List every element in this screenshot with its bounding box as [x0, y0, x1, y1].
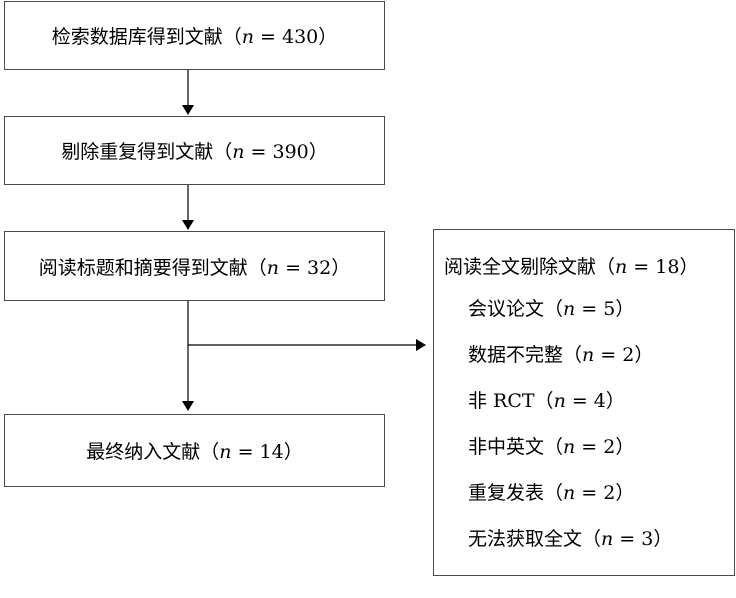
exclusion-item: 数据不完整（n = 2）	[468, 344, 654, 366]
step-dedup-box: 剔除重复得到文献（n = 390）	[4, 116, 385, 185]
step-dedup-label: 剔除重复得到文献（n = 390）	[61, 141, 328, 163]
exclusion-head: 阅读全文剔除文献（n = 18）	[444, 256, 699, 278]
step-screen-label: 阅读标题和摘要得到文献（n = 32）	[38, 256, 351, 279]
exclusion-item: 无法获取全文（n = 3）	[468, 528, 673, 550]
step-included-box: 最终纳入文献（n = 14）	[4, 414, 385, 487]
exclusion-item: 非 RCT（n = 4）	[468, 390, 625, 412]
exclusion-item: 重复发表（n = 2）	[468, 482, 635, 504]
exclusion-box: 阅读全文剔除文献（n = 18） 会议论文（n = 5） 数据不完整（n = 2…	[433, 229, 735, 576]
step-search-label: 检索数据库得到文献（n = 430）	[51, 26, 338, 48]
step-search-box: 检索数据库得到文献（n = 430）	[4, 1, 385, 70]
exclusion-item: 会议论文（n = 5）	[468, 298, 635, 320]
exclusion-item: 非中英文（n = 2）	[468, 436, 635, 458]
step-screen-box: 阅读标题和摘要得到文献（n = 32）	[4, 231, 385, 301]
step-included-label: 最终纳入文献（n = 14）	[86, 441, 303, 463]
